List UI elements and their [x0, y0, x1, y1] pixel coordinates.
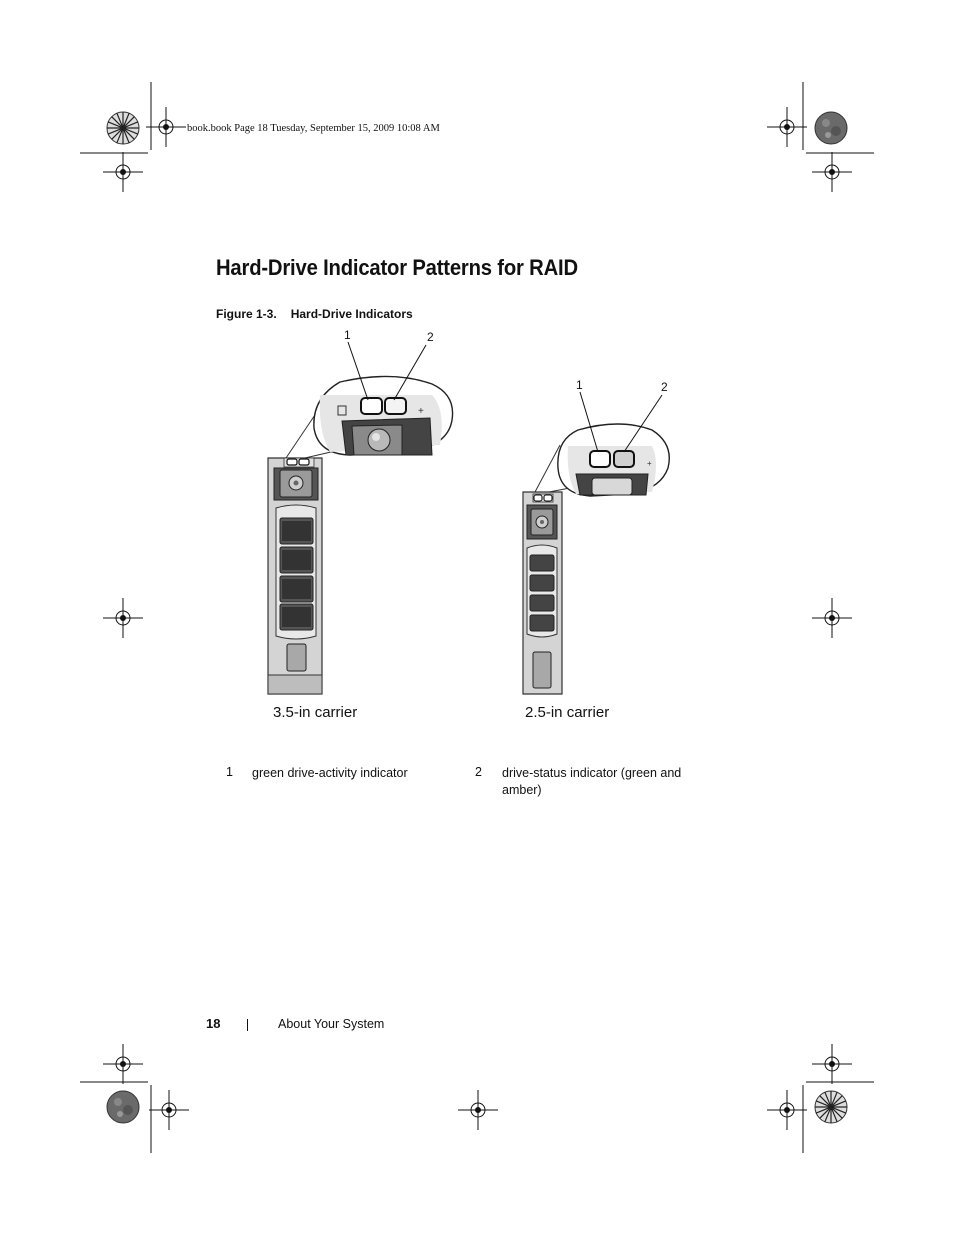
registration-target-icon	[470, 1085, 471, 1086]
legend-description: drive-status indicator (green and amber)	[502, 766, 682, 797]
legend-description: green drive-activity indicator	[252, 766, 408, 780]
figure-title: Hard-Drive Indicators	[290, 307, 413, 321]
registration-target-icon	[812, 152, 852, 192]
print-header-note: book.book Page 18 Tuesday, September 15,…	[187, 123, 440, 134]
registration-target-icon	[103, 598, 143, 638]
figure-caption: Figure 1-3. Hard-Drive Indicators	[216, 307, 413, 321]
page-title: Hard-Drive Indicator Patterns for RAID	[216, 255, 578, 280]
footer-section-title: About Your System	[278, 1017, 385, 1031]
hard-drive-carrier-illustration: + 1 2 + 1	[267, 328, 670, 695]
registration-target-icon	[103, 1044, 143, 1084]
registration-target-icon	[146, 107, 186, 147]
registration-target-icon	[149, 1090, 189, 1130]
callout-number: 2	[427, 330, 434, 344]
legend-number: 1	[226, 765, 233, 779]
svg-text:+: +	[418, 406, 424, 417]
registration-target-icon	[767, 1090, 807, 1130]
registration-target-icon	[767, 107, 807, 147]
carrier-25-label: 2.5-in carrier	[525, 704, 610, 721]
carrier-25-drawing: +	[522, 391, 670, 695]
callout-number: 1	[576, 378, 583, 392]
carrier-35-drawing: +	[267, 341, 454, 695]
callout-number: 2	[661, 380, 668, 394]
figure-number: Figure 1-3.	[216, 307, 277, 321]
grayscale-patch-icon	[814, 111, 848, 145]
starburst-register-icon	[106, 111, 140, 145]
footer-divider	[247, 1019, 248, 1031]
starburst-register-icon	[814, 1090, 848, 1124]
registration-target-icon	[812, 598, 852, 638]
registration-target-icon	[812, 1044, 852, 1084]
legend-number: 2	[475, 765, 482, 779]
svg-text:+: +	[647, 459, 652, 468]
registration-target-icon	[458, 1090, 498, 1130]
callout-number: 1	[344, 328, 351, 342]
carrier-35-label: 3.5-in carrier	[273, 704, 358, 721]
registration-target-icon	[103, 152, 143, 192]
grayscale-patch-icon	[106, 1090, 140, 1124]
page-number: 18	[206, 1016, 221, 1031]
